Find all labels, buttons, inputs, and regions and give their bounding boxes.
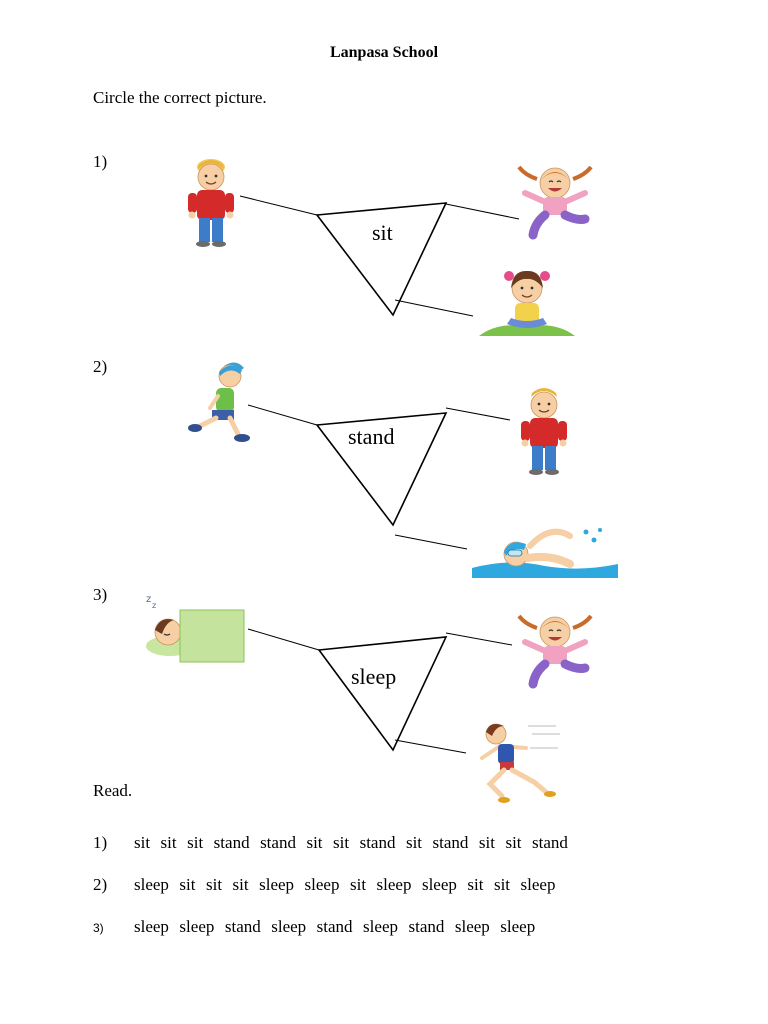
read-row-1-number: 1) xyxy=(93,833,108,852)
page-title: Lanpasa School xyxy=(329,44,439,61)
question-3-right-top-line xyxy=(445,632,513,646)
question-3-number: 3) xyxy=(93,585,108,604)
jumping-girl-picture-2[interactable] xyxy=(515,612,595,692)
question-1-right-bottom-line xyxy=(394,299,474,317)
swimming-boy-picture[interactable] xyxy=(470,520,620,580)
running-boy-picture[interactable] xyxy=(472,718,562,808)
question-2-left-line xyxy=(247,404,318,426)
question-1-triangle xyxy=(315,202,448,317)
question-2-word: stand xyxy=(348,424,395,449)
question-2-right-top-line xyxy=(445,407,511,421)
question-3-left-line xyxy=(247,628,320,651)
sleeping-boy-picture[interactable]: z z xyxy=(140,590,246,666)
question-1-number: 1) xyxy=(93,152,108,171)
svg-text:z: z xyxy=(146,594,151,605)
standing-boy-picture[interactable] xyxy=(183,155,239,250)
question-2-triangle xyxy=(315,412,448,527)
question-1-word: sit xyxy=(372,220,393,245)
read-row-3-words: sleep sleep stand sleep stand sleep stan… xyxy=(134,917,536,936)
read-row-3-number: 3) xyxy=(93,921,104,935)
walking-boy-picture[interactable] xyxy=(186,360,256,446)
jumping-girl-picture[interactable] xyxy=(515,163,595,243)
question-3-word: sleep xyxy=(351,664,397,689)
read-instruction: Read. xyxy=(93,781,133,800)
read-row-1-words: sit sit sit stand stand sit sit stand si… xyxy=(134,833,568,852)
circle-instruction: Circle the correct picture. xyxy=(93,88,267,107)
read-row-2-words: sleep sit sit sit sleep sleep sit sleep … xyxy=(134,875,556,894)
question-3-triangle xyxy=(317,636,448,752)
svg-text:z: z xyxy=(152,601,156,610)
question-1-left-line xyxy=(239,195,318,216)
question-2-right-bottom-line xyxy=(394,534,468,550)
question-1-right-top-line xyxy=(445,203,520,220)
read-row-2-number: 2) xyxy=(93,875,108,894)
sitting-girl-picture[interactable] xyxy=(477,266,577,342)
standing-boy-picture-2[interactable] xyxy=(516,383,572,478)
question-3-right-bottom-line xyxy=(394,739,467,754)
question-2-number: 2) xyxy=(93,357,108,376)
